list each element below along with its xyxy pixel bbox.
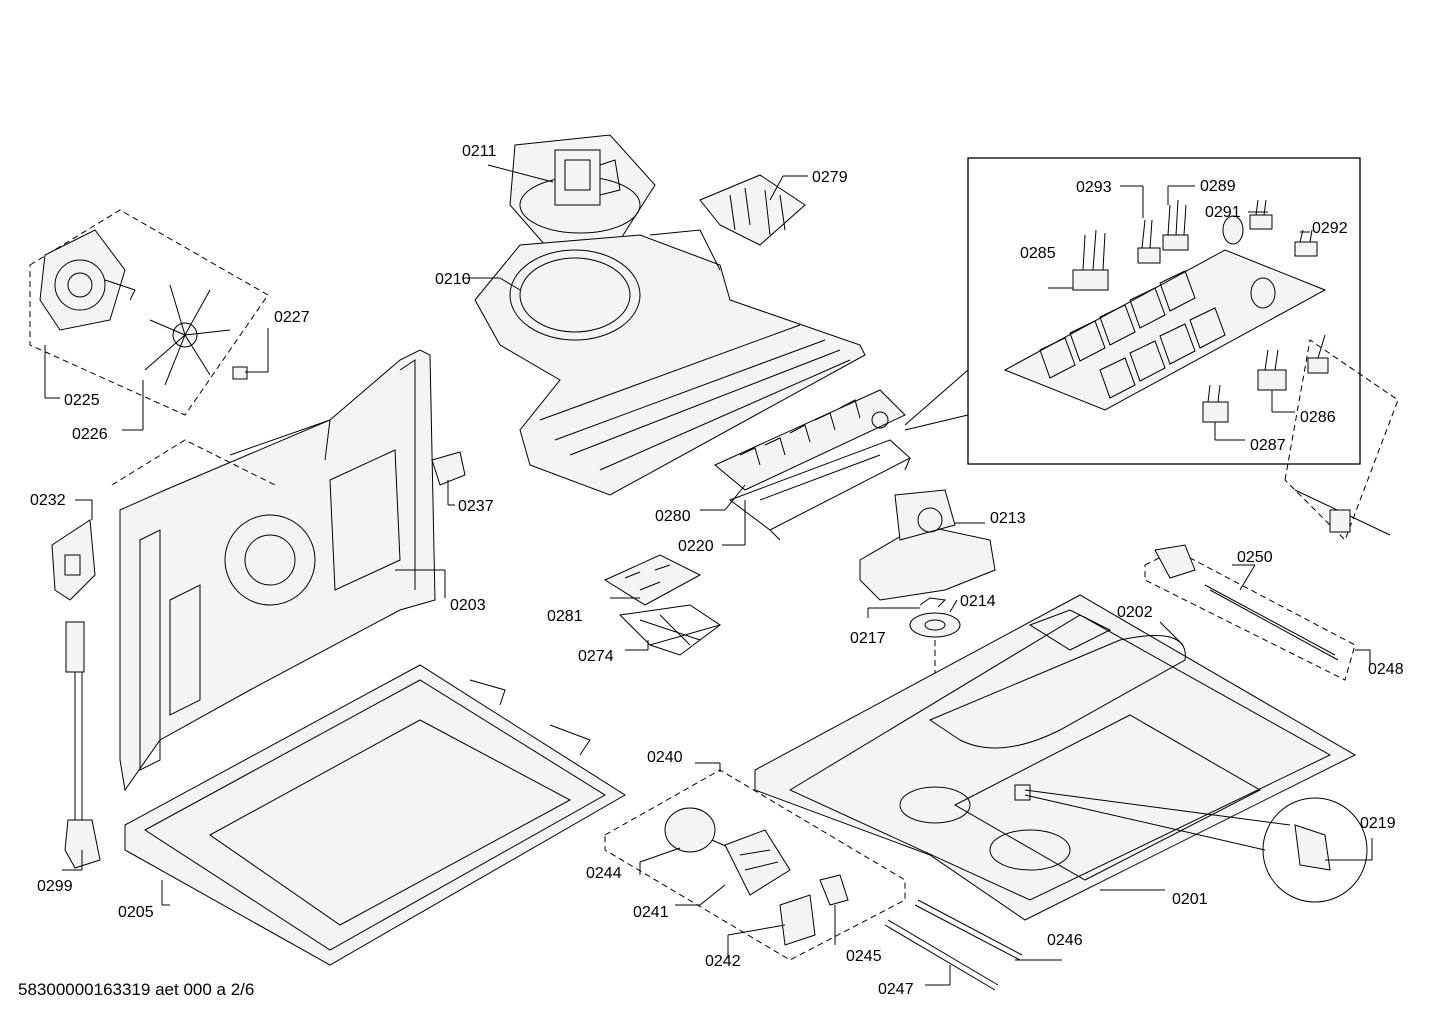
switch-0241: [724, 829, 791, 896]
label-0201: 0201: [1172, 891, 1208, 908]
label-0241: 0241: [633, 904, 669, 921]
connector-0286: [1257, 349, 1287, 391]
label-0227: 0227: [274, 309, 310, 326]
label-0226: 0226: [72, 426, 108, 443]
fan-motor-0211: [509, 134, 656, 246]
fan-wheel-0226: [144, 284, 231, 386]
connector-0289: [1162, 199, 1189, 251]
label-0205: 0205: [118, 904, 154, 921]
label-0237: 0237: [458, 498, 494, 515]
group-box-probe: [1284, 339, 1399, 541]
relay-board-detail: [1003, 215, 1327, 411]
base-plate-0201: [754, 594, 1357, 921]
bracket-0279: [699, 174, 806, 246]
label-0248: 0248: [1368, 661, 1404, 678]
label-0291: 0291: [1205, 204, 1241, 221]
connector-0285: [1072, 229, 1109, 291]
oven-motor-0225: [39, 229, 136, 331]
label-0274: 0274: [578, 648, 614, 665]
door-lock-0232: [51, 519, 96, 601]
timer-motor-0244: [664, 807, 731, 853]
label-0299: 0299: [37, 878, 73, 895]
rod-0246: [914, 899, 1023, 961]
label-0210: 0210: [435, 271, 471, 288]
probe-socket: [1294, 334, 1391, 536]
detail-frame: [967, 157, 1361, 465]
label-0232: 0232: [30, 492, 66, 509]
label-0217: 0217: [850, 630, 886, 647]
label-0202: 0202: [1117, 604, 1153, 621]
bottom-tray-0205: [124, 664, 626, 966]
label-0280: 0280: [655, 508, 691, 525]
seal-0214: [909, 612, 961, 638]
heater-tube-0202: [928, 635, 1186, 749]
label-0281: 0281: [547, 608, 583, 625]
label-0250: 0250: [1237, 549, 1273, 566]
heater-element-0213: [859, 489, 996, 601]
rear-panel-0203: [119, 349, 436, 792]
clip-0217: [919, 597, 947, 608]
label-0219: 0219: [1360, 815, 1396, 832]
label-0220: 0220: [678, 538, 714, 555]
label-0240: 0240: [647, 749, 683, 766]
label-0211: 0211: [462, 143, 497, 160]
connector-0291: [1249, 199, 1273, 230]
connector-0237: [431, 451, 466, 486]
label-0279: 0279: [812, 169, 848, 186]
switch-0242: [779, 894, 816, 946]
label-0285: 0285: [1020, 245, 1056, 262]
label-0244: 0244: [586, 865, 622, 882]
control-pcb-0280: [714, 389, 906, 491]
pcb-holder-0220: [728, 439, 911, 541]
label-0293: 0293: [1076, 179, 1112, 196]
drawing-reference: 58300000163319 aet 000 a 2/6: [18, 980, 255, 999]
connector-0287: [1202, 384, 1229, 423]
pcb-0281: [603, 554, 702, 606]
label-0247: 0247: [878, 981, 914, 998]
label-0292: 0292: [1312, 220, 1348, 237]
mains-cable-0299: [64, 621, 101, 869]
sensor-0219: [1014, 784, 1368, 903]
fan-housing-0210: [474, 229, 866, 496]
rod-0247: [884, 919, 999, 991]
assembly-line-motor: [111, 439, 276, 486]
pcb-holder-0274: [618, 604, 722, 656]
rail-bracket-0250: [1154, 544, 1339, 661]
label-0287: 0287: [1250, 437, 1286, 454]
label-0246: 0246: [1047, 932, 1083, 949]
nut-0227: [232, 366, 248, 380]
label-0225: 0225: [64, 392, 100, 409]
lamp-0245: [819, 874, 849, 906]
label-0242: 0242: [705, 953, 741, 970]
group-box-0225: [29, 209, 269, 416]
label-0289: 0289: [1200, 178, 1236, 195]
label-0214: 0214: [960, 593, 996, 610]
label-0203: 0203: [450, 597, 486, 614]
label-0213: 0213: [990, 510, 1026, 527]
group-box-0248: [1144, 549, 1356, 681]
label-0286: 0286: [1300, 409, 1336, 426]
connector-0293: [1137, 219, 1161, 264]
label-0245: 0245: [846, 948, 882, 965]
